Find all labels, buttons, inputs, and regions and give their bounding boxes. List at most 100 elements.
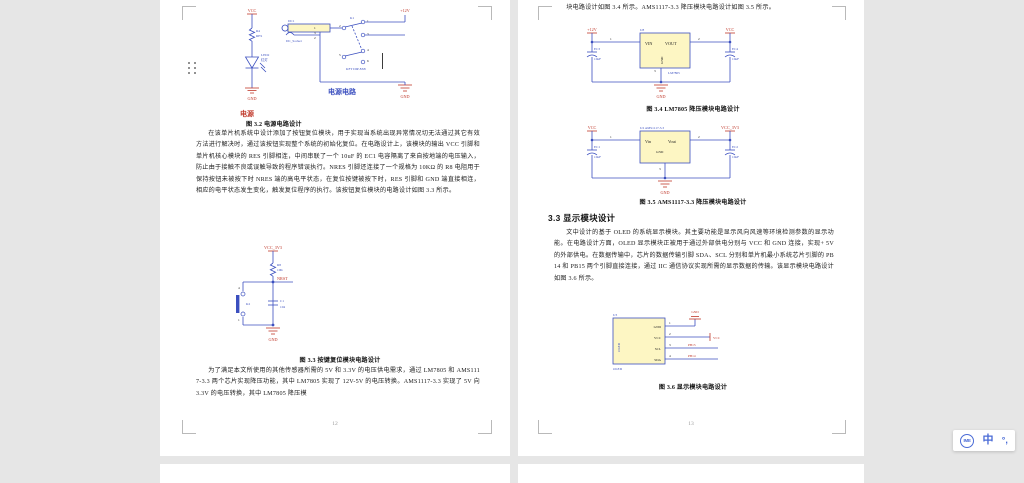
crop-mark-bottom-left bbox=[182, 420, 196, 434]
u3-pin-num-4: 4 bbox=[669, 354, 671, 358]
page-number-left: 12 bbox=[332, 421, 338, 427]
chip-u8-body bbox=[639, 32, 691, 69]
net-label-vcc: VCC bbox=[248, 8, 257, 13]
part-ref-dc1: DC1 bbox=[288, 19, 295, 23]
part-value-r8: 10K bbox=[277, 268, 283, 272]
figure-3-3-schematic: VCC_3V3 R8 10K NRST 4 1 K2 bbox=[215, 239, 375, 351]
chip-ref-u3: U3 bbox=[613, 313, 617, 317]
part-value-dc1: DC_Socket bbox=[286, 39, 302, 43]
k1-num-2: 2 bbox=[339, 24, 341, 28]
part-value-ec2: 10uF bbox=[732, 155, 739, 159]
ime-mode-toggle[interactable]: 中 bbox=[982, 434, 994, 446]
u2-pin-gnd: GND bbox=[656, 150, 664, 154]
k1-pin-4 bbox=[360, 48, 366, 54]
document-page-left[interactable]: VCC R4 RES LED2 红灯 GND bbox=[160, 0, 510, 456]
document-page-right-next[interactable] bbox=[518, 464, 864, 483]
junction-u8-gnd bbox=[659, 80, 663, 84]
u2-pin-num-1: 1 bbox=[610, 135, 612, 139]
k2-pin-bottom bbox=[240, 311, 246, 317]
left-paragraph-1: 在该单片机系统中设计添加了按钮复位模块，用于实现当系统出现异常情况切无法通过其它… bbox=[196, 131, 480, 195]
k1-pin-2 bbox=[341, 25, 347, 31]
part-ref-ec2: EC2 bbox=[732, 145, 738, 149]
u2-pin-vout: Vout bbox=[668, 139, 677, 144]
ime-logo-icon[interactable]: IME bbox=[960, 433, 975, 448]
part-ref-k2: K2 bbox=[246, 302, 250, 306]
u8-pin-num-2: 2 bbox=[698, 37, 700, 41]
u3-pin-num-3: 3 bbox=[669, 343, 671, 347]
right-paragraph-2: 文中设计的基于 OLED 的系统显示模块。其主要功能是显示风向风速等环境检测参数… bbox=[554, 230, 834, 282]
figure-3-2-caption: 图 3.2 电源电路设计 bbox=[246, 122, 302, 128]
ime-toolbar[interactable]: IME 中 °, bbox=[953, 430, 1015, 451]
figure-3-2-group-label: 电源 bbox=[240, 109, 254, 118]
part-value-c1: 104 bbox=[280, 305, 285, 309]
part-ref-ec1: EC1 bbox=[594, 145, 600, 149]
k1-num-3: 3 bbox=[367, 32, 369, 36]
drag-handle-icon[interactable] bbox=[188, 62, 197, 75]
k2-num-1: 1 bbox=[238, 318, 240, 322]
net-label-gnd-right: GND bbox=[400, 94, 409, 99]
document-page-left-next[interactable] bbox=[160, 464, 510, 483]
pin-number-2: 2 bbox=[314, 36, 316, 40]
part-ref-ec3: EC3 bbox=[594, 47, 600, 51]
figure-3-4-schematic: +12V 1 U8 VIN VOUT GND LM7805 2 VCC bbox=[570, 22, 760, 104]
k1-pin-6 bbox=[360, 59, 366, 65]
net-label-vcc-u2: VCC bbox=[588, 125, 597, 130]
net-label-gnd-u3: GND bbox=[691, 310, 699, 314]
u3-pin-sda: SDA bbox=[654, 358, 661, 362]
left-paragraph-2: 为了满足本文所使用的其他传感器所需的 5V 和 3.3V 的电压供电需求，通过 … bbox=[196, 368, 480, 397]
figure-3-3-caption: 图 3.3 按键复位模块电路设计 bbox=[299, 358, 381, 364]
figure-3-4-caption: 图 3.4 LM7805 降压模块电路设计 bbox=[646, 107, 740, 113]
part-ref-c1: C1 bbox=[280, 299, 284, 303]
part-value-ec4: 10uF bbox=[732, 57, 739, 61]
net-label-nrst: NRST bbox=[277, 276, 288, 281]
u8-pin-vin: VIN bbox=[645, 41, 652, 46]
u3-pin-vcc: VCC bbox=[654, 336, 662, 340]
figure-3-2-title-label: 电源电路 bbox=[328, 87, 357, 96]
u8-pin-gnd: GND bbox=[660, 56, 664, 64]
net-label-vcc-u8: VCC bbox=[726, 27, 735, 32]
k1-pin-3 bbox=[360, 32, 366, 38]
section-heading-3-3: 3.3 显示模块设计 bbox=[548, 213, 616, 223]
k2-num-4: 4 bbox=[238, 286, 240, 290]
u2-pin-num-2: 2 bbox=[698, 135, 700, 139]
net-label-pb15: PB15 bbox=[688, 343, 696, 347]
crop-mark-top-right bbox=[478, 6, 492, 20]
figure-3-2-schematic: VCC R4 RES LED2 红灯 GND bbox=[200, 2, 460, 122]
ime-punctuation-toggle[interactable]: °, bbox=[1001, 435, 1008, 445]
part-value-ec3: 10uF bbox=[594, 57, 601, 61]
chip-name-lm7805: LM7805 bbox=[668, 71, 680, 75]
chip-bottom-label-oled: OLED bbox=[613, 367, 623, 371]
crop-mark-top-right-r bbox=[832, 6, 846, 20]
net-label-12v-u8: +12V bbox=[587, 27, 597, 32]
crop-mark-top-left-r bbox=[538, 6, 552, 20]
crop-mark-top-left bbox=[182, 6, 196, 20]
net-label-12v: +12V bbox=[400, 8, 410, 13]
chip-u3-body bbox=[612, 317, 666, 365]
text-caret bbox=[382, 53, 384, 69]
crop-mark-bottom-left-r bbox=[538, 420, 552, 434]
u3-pin-gnd: GND bbox=[654, 325, 662, 329]
part-value-ec1: 10uF bbox=[594, 155, 601, 159]
junction-u2-gnd bbox=[663, 176, 667, 180]
chip-side-label-oled: OLED bbox=[617, 342, 621, 352]
k1-num-6: 6 bbox=[367, 59, 369, 63]
right-paragraph-1: 块电路设计如图 3.4 所示。AMS1117-3.3 降压模块电路设计如图 3.… bbox=[566, 5, 776, 11]
k1-num-4: 4 bbox=[367, 48, 369, 52]
net-label-vcc-u3: VCC bbox=[713, 336, 721, 340]
net-label-gnd-left: GND bbox=[247, 96, 256, 101]
u3-pin-num-1: 1 bbox=[669, 321, 671, 325]
crop-mark-bottom-right bbox=[478, 420, 492, 434]
part-ref-led2: LED2 bbox=[261, 53, 270, 57]
document-page-right[interactable]: 块电路设计如图 3.4 所示。AMS1117-3.3 降压模块电路设计如图 3.… bbox=[518, 0, 864, 456]
k2-pin-top bbox=[240, 291, 246, 297]
net-label-pb14: PB14 bbox=[688, 354, 696, 358]
chip-label-u2: U2 AMS1117-3.3 bbox=[640, 126, 664, 130]
k2-actuator bbox=[236, 295, 240, 313]
k1-num-5: 5 bbox=[339, 53, 341, 57]
part-ref-k1: K1 bbox=[350, 16, 354, 20]
net-label-vcc-3v3-u2: VCC_3V3 bbox=[721, 125, 739, 130]
u8-pin-num-3: 3 bbox=[654, 69, 656, 73]
net-label-vcc-3v3: VCC_3V3 bbox=[264, 245, 282, 250]
crop-mark-bottom-right-r bbox=[832, 420, 846, 434]
